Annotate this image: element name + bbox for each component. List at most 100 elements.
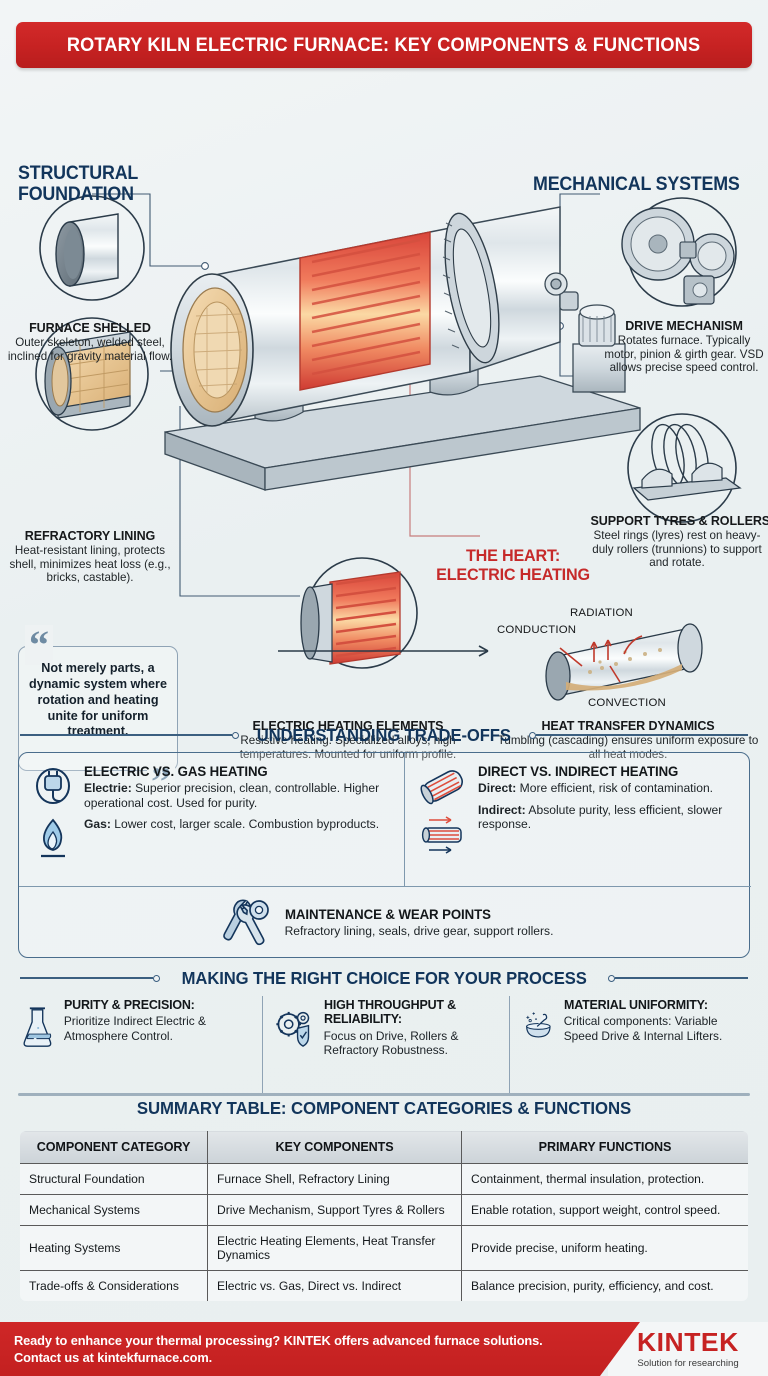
table-header-cell: KEY COMPONENTS bbox=[207, 1131, 462, 1164]
callout-title: ELECTRIC HEATING ELEMENTS bbox=[252, 718, 444, 733]
table-cell-components: Drive Mechanism, Support Tyres & Rollers bbox=[207, 1194, 462, 1227]
hero-heading-structural: STRUCTURAL FOUNDATION bbox=[18, 163, 139, 205]
table-cell-category: Structural Foundation bbox=[20, 1162, 208, 1196]
label-convection: CONVECTION bbox=[588, 697, 666, 709]
inset-heating-elements bbox=[300, 557, 418, 669]
structural-line1: STRUCTURAL bbox=[18, 163, 139, 184]
table-cell-components: Electric vs. Gas, Direct vs. Indirect bbox=[207, 1270, 462, 1302]
inset-drive-mechanism bbox=[621, 197, 737, 307]
heart-line1: THE HEART: bbox=[465, 546, 561, 565]
section-header-choice: MAKING THE RIGHT CHOICE FOR YOUR PROCESS bbox=[0, 965, 768, 991]
choice-heading-line1: HIGH THROUGHPUT & bbox=[323, 997, 456, 1012]
horizontal-rule bbox=[18, 1093, 750, 1096]
table-cell-functions: Provide precise, uniform heating. bbox=[461, 1225, 748, 1272]
flame-icon bbox=[41, 818, 65, 858]
callout-body: Resistive heating. Specialized alloys, h… bbox=[239, 734, 457, 761]
divider-rule-left bbox=[20, 734, 233, 736]
structural-line2: FOUNDATION bbox=[18, 183, 134, 205]
indirect-text: Absolute purity, less efficient, slower … bbox=[478, 802, 723, 832]
callout-body: Rotates furnace. Typically motor, pinion… bbox=[604, 334, 764, 375]
summary-table: COMPONENT CATEGORY KEY COMPONENTS PRIMAR… bbox=[19, 1130, 749, 1303]
divider-dot-left bbox=[152, 974, 160, 982]
divider-rule-left bbox=[20, 977, 153, 979]
divider-dot-left bbox=[232, 731, 240, 739]
brand-logo-text: KINTEK bbox=[637, 1327, 739, 1357]
tradeoff-electric-text: Electrie: Superior precision, clean, con… bbox=[84, 781, 394, 810]
callout-refractory-lining: REFRACTORY LINING Heat-resistant lining,… bbox=[2, 528, 178, 585]
divider-rule-right bbox=[615, 977, 748, 979]
callout-title: HEAT TRANSFER DYNAMICS bbox=[541, 718, 715, 733]
plug-icon bbox=[36, 768, 70, 804]
maintenance-text: Refractory lining, seals, drive gear, su… bbox=[284, 923, 554, 938]
tradeoff-maintenance: MAINTENANCE & WEAR POINTS Refractory lin… bbox=[19, 887, 751, 958]
gas-label: Gas: bbox=[84, 817, 111, 831]
choice-body: Focus on Drive, Rollers & Refractory Rob… bbox=[323, 1028, 459, 1057]
table-row: Mechanical Systems Drive Mechanism, Supp… bbox=[20, 1194, 748, 1227]
tradeoffs-panel: ELECTRIC VS. GAS HEATING Electrie: Super… bbox=[18, 752, 751, 958]
tradeoff-direct-vs-indirect: DIRECT VS. INDIRECT HEATING Direct: More… bbox=[405, 753, 751, 886]
direct-heating-tube-icon bbox=[420, 770, 463, 805]
choice-body: Prioritize Indirect Electric & Atmospher… bbox=[63, 1014, 206, 1043]
callout-drive-mechanism: DRIVE MECHANISM Rotates furnace. Typical… bbox=[602, 318, 766, 375]
callout-heat-transfer-dynamics: HEAT TRANSFER DYNAMICS Tumbling (cascadi… bbox=[492, 718, 764, 761]
callout-body: Steel rings (lyres) rest on heavy-duly r… bbox=[592, 529, 762, 570]
choice-heading-line2: RELIABILITY: bbox=[323, 1011, 402, 1027]
callout-title: DRIVE MECHANISM bbox=[625, 318, 743, 333]
table-cell-functions: Balance precision, purity, efficiency, a… bbox=[461, 1270, 748, 1302]
quote-close-mark: ” bbox=[147, 762, 175, 802]
tradeoff-gas-text: Gas: Lower cost, larger scale. Combustio… bbox=[84, 817, 394, 832]
maintenance-heading: MAINTENANCE & WEAR POINTS bbox=[284, 906, 491, 922]
callout-support-tyres-rollers: SUPPORT TYRES & ROLLERS Steel rings (lyr… bbox=[586, 513, 768, 570]
callout-title: SUPPORT TYRES & ROLLERS bbox=[590, 513, 768, 528]
mortar-bowl-icon bbox=[526, 1012, 551, 1038]
brand-tagline: Solution for researching bbox=[637, 1358, 739, 1369]
page-title-bar: ROTARY KILN ELECTRIC FURNACE: KEY COMPON… bbox=[16, 22, 752, 68]
callout-electric-heating-elements: ELECTRIC HEATING ELEMENTS Resistive heat… bbox=[222, 718, 474, 761]
hero-heading-mechanical: MECHANICAL SYSTEMS bbox=[533, 174, 740, 195]
section-title: UNDERSTANDING TRADE-OFFS bbox=[256, 724, 512, 745]
table-cell-functions: Enable rotation, support weight, control… bbox=[461, 1194, 748, 1227]
electric-label: Electrie: bbox=[84, 781, 132, 795]
callout-body: Tumbling (cascading) ensures uniform exp… bbox=[497, 734, 759, 761]
choice-material-uniformity: MATERIAL UNIFORMITY: Critical components… bbox=[509, 996, 754, 1096]
hero-diagram: STRUCTURAL FOUNDATION MECHANICAL SYSTEMS… bbox=[0, 76, 768, 802]
section-title: MAKING THE RIGHT CHOICE FOR YOUR PROCESS bbox=[181, 967, 587, 988]
section-header-tradeoffs: UNDERSTANDING TRADE-OFFS bbox=[0, 722, 768, 748]
tradeoff-electric-vs-gas: ELECTRIC VS. GAS HEATING Electrie: Super… bbox=[19, 753, 405, 886]
table-header-cell: COMPONENT CATEGORY bbox=[20, 1131, 208, 1164]
choice-heading: MATERIAL UNIFORMITY: bbox=[563, 997, 708, 1012]
tradeoff-heading: ELECTRIC VS. GAS HEATING bbox=[84, 764, 268, 779]
direct-label: Direct: bbox=[478, 781, 517, 795]
gas-text: Lower cost, larger scale. Combustion byp… bbox=[110, 817, 380, 831]
quote-open-mark: “ bbox=[25, 625, 53, 665]
table-cell-components: Furnace Shell, Refractory Lining bbox=[207, 1162, 462, 1196]
choice-body: Critical components: Variable Speed Driv… bbox=[563, 1014, 723, 1043]
choice-row: PURITY & PRECISION: Prioritize Indirect … bbox=[14, 996, 754, 1096]
table-row: Structural Foundation Furnace Shell, Ref… bbox=[20, 1162, 748, 1196]
quote-box: “ Not merely parts, a dynamic system whe… bbox=[18, 625, 178, 802]
table-row: Heating Systems Electric Heating Element… bbox=[20, 1225, 748, 1272]
inset-furnace-shell bbox=[39, 195, 145, 301]
table-header-cell: PRIMARY FUNCTIONS bbox=[461, 1131, 748, 1164]
inset-heat-transfer bbox=[545, 623, 703, 701]
choice-purity-precision: PURITY & PRECISION: Prioritize Indirect … bbox=[14, 996, 262, 1096]
wrench-gear-icon bbox=[222, 899, 269, 945]
indirect-label: Indirect: bbox=[478, 802, 526, 817]
footer: KINTEK Solution for researching Ready to… bbox=[0, 1322, 768, 1376]
tradeoff-indirect-text: Indirect: Absolute purity, less efficien… bbox=[478, 803, 741, 832]
indirect-heating-tube-icon bbox=[421, 816, 462, 854]
divider-dot-right bbox=[528, 731, 536, 739]
footer-cta-banner bbox=[0, 1322, 640, 1376]
callout-body: Heat-resistant lining, protects shell, m… bbox=[9, 544, 171, 585]
footer-brand-block: KINTEK Solution for researching bbox=[608, 1322, 768, 1376]
table-cell-components: Electric Heating Elements, Heat Transfer… bbox=[207, 1225, 462, 1272]
page-title: ROTARY KILN ELECTRIC FURNACE: KEY COMPON… bbox=[67, 33, 701, 56]
callout-title: FURNACE SHELLED bbox=[29, 320, 151, 335]
tradeoff-heading: DIRECT VS. INDIRECT HEATING bbox=[478, 764, 679, 779]
callout-body: Outer skeleton, welded steel, inclined f… bbox=[7, 336, 173, 363]
table-header-row: COMPONENT CATEGORY KEY COMPONENTS PRIMAR… bbox=[20, 1131, 748, 1164]
label-conduction: CONDUCTION bbox=[497, 624, 577, 636]
footer-cta-text: Ready to enhance your thermal processing… bbox=[14, 1333, 543, 1366]
direct-text: More efficient, risk of contamination. bbox=[516, 781, 714, 795]
table-cell-category: Heating Systems bbox=[20, 1225, 208, 1272]
